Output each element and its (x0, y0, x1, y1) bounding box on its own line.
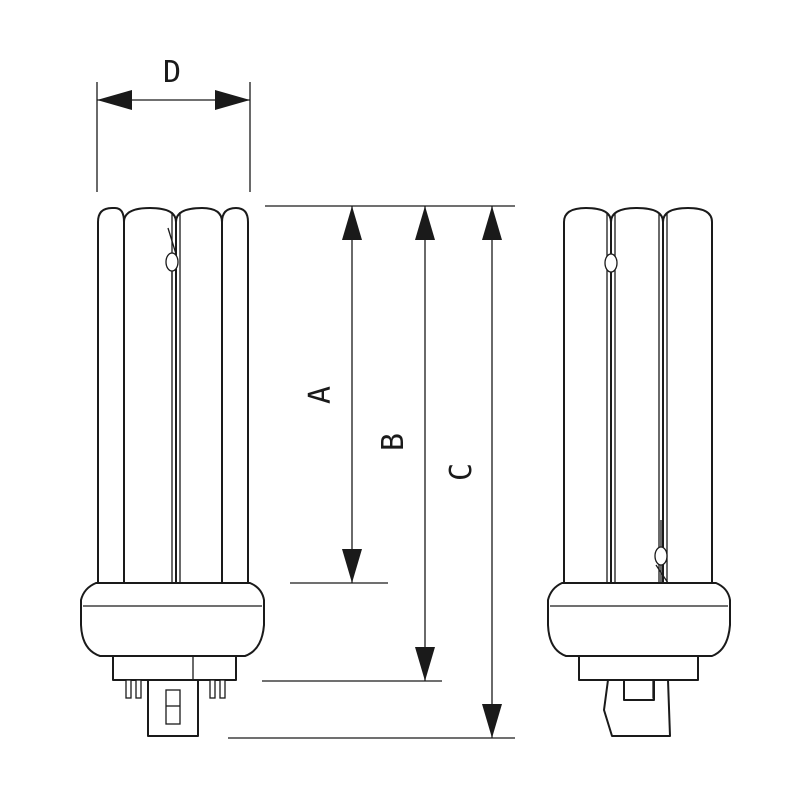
dimension-b-label: B (376, 433, 411, 451)
dimension-d-label: D (163, 55, 181, 90)
lamp-side-view (547, 207, 731, 737)
lamp-front-plug (112, 655, 237, 737)
dimension-a-arrow-top (342, 206, 362, 240)
dimension-d-arrow-left (97, 90, 132, 110)
dimension-c-arrow-top (482, 206, 502, 240)
lamp-side-electrodes (604, 228, 669, 584)
dimension-c: C (444, 206, 502, 738)
dimension-a-arrow-bottom (342, 549, 362, 583)
lamp-front-tubes (97, 207, 249, 584)
dimension-c-arrow-bottom (482, 704, 502, 738)
dimension-b-arrow-bottom (415, 647, 435, 681)
lamp-front-view (80, 207, 265, 737)
dimension-b: B (376, 206, 435, 681)
lamp-side-base (547, 582, 731, 657)
dimension-a: A (303, 206, 362, 583)
lamp-side-tubes (563, 207, 713, 584)
dimension-d-arrow-right (215, 90, 250, 110)
lamp-side-plug (578, 655, 699, 737)
dimension-d: D (96, 55, 251, 192)
dimension-b-arrow-top (415, 206, 435, 240)
dimension-a-label: A (303, 386, 338, 404)
lamp-front-electrode (165, 227, 179, 290)
dimension-c-label: C (444, 463, 479, 481)
lamp-front-base (80, 582, 265, 657)
dimension-extension-lines (228, 205, 515, 739)
